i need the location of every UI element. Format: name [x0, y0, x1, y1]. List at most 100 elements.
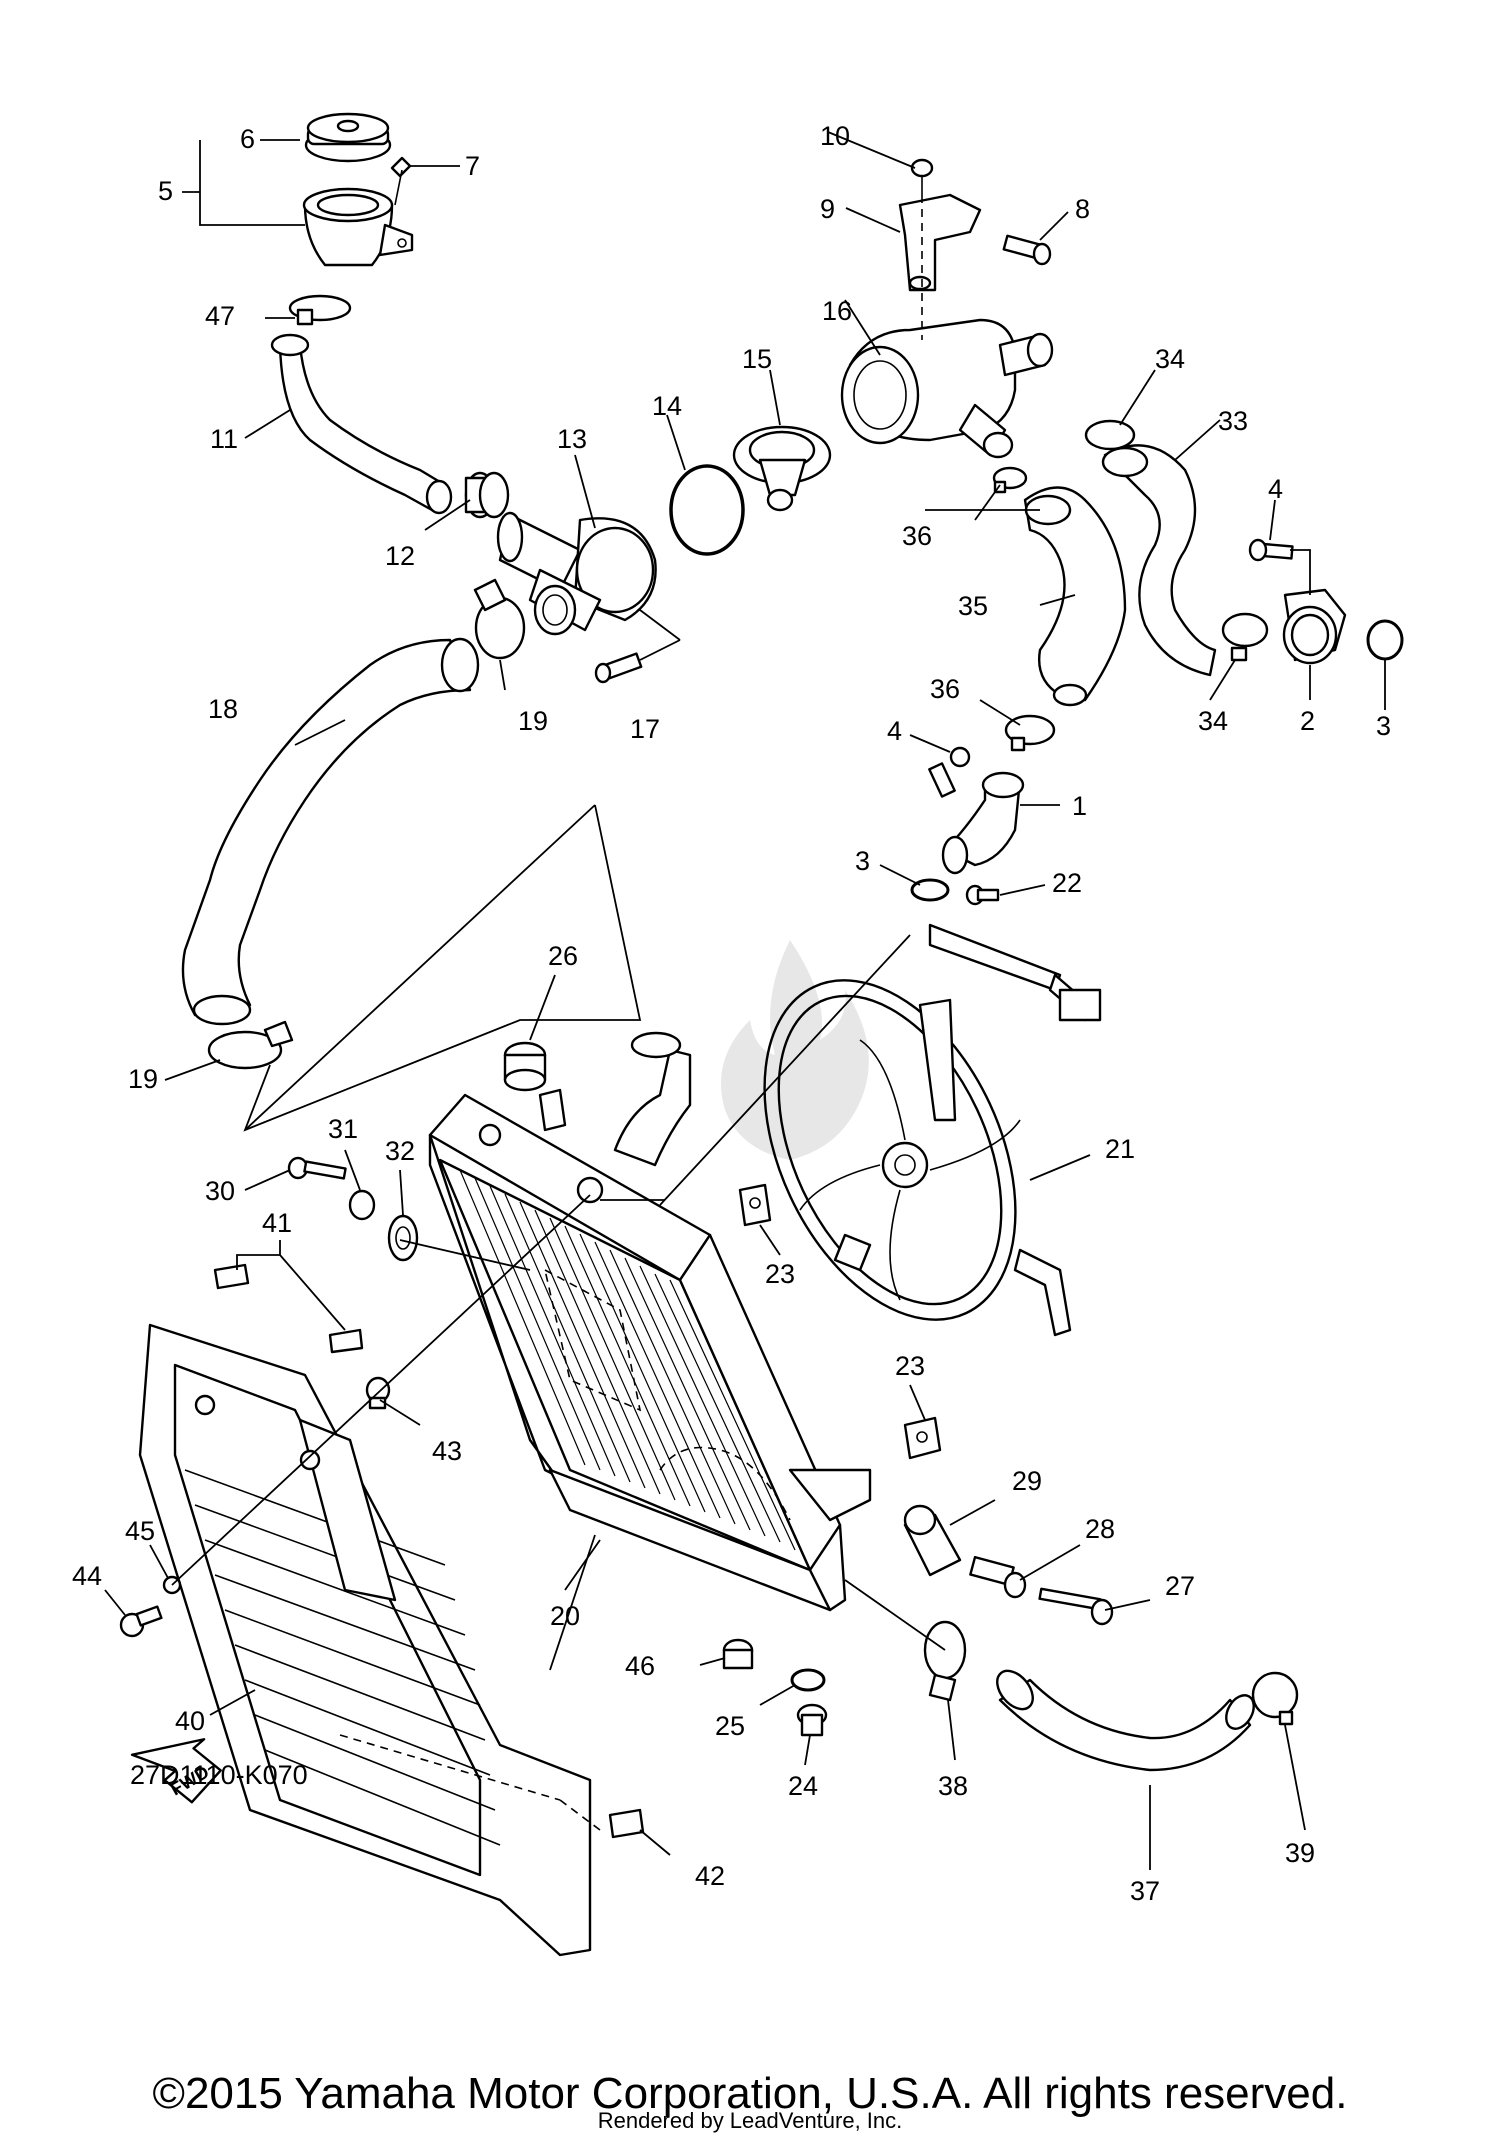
bolt-17	[594, 652, 643, 684]
hose-clamp-19-upper	[473, 578, 526, 660]
hose-clamp-34-lower	[1221, 612, 1269, 662]
callout-18: 18	[208, 694, 238, 724]
callout-38: 38	[938, 1771, 968, 1801]
radiator-fins	[459, 1169, 796, 1551]
hose-clamp-34-upper	[1084, 419, 1136, 451]
callout-36-lower: 36	[930, 674, 960, 704]
callout-21: 21	[1105, 1134, 1135, 1164]
callout-37: 37	[1130, 1876, 1160, 1906]
bolt-22	[965, 884, 1000, 906]
callout-31: 31	[328, 1114, 358, 1144]
bolt-4-lower	[928, 746, 971, 798]
bracket-9	[898, 193, 982, 292]
clip-41-lower	[328, 1328, 364, 1354]
callout-23-lower: 23	[895, 1351, 925, 1381]
hose-clamp-38	[923, 1620, 967, 1702]
callout-4-lower: 4	[887, 716, 902, 746]
diagram-code: 27D1110-K070	[130, 1760, 308, 1790]
hose-clamp-12	[464, 471, 510, 519]
radiator-hose-11	[278, 343, 447, 512]
callout-34-upper: 34	[1155, 344, 1185, 374]
bolt-8	[1002, 234, 1052, 266]
fan-leader	[659, 934, 911, 1206]
callout-35: 35	[958, 591, 988, 621]
o-ring-14	[669, 464, 745, 556]
callout-46: 46	[625, 1651, 655, 1681]
callout-12: 12	[385, 541, 415, 571]
callout-34-lower: 34	[1198, 706, 1228, 736]
callout-26: 26	[548, 941, 578, 971]
radiator-cap-assembly	[302, 112, 414, 267]
callout-1: 1	[1072, 791, 1087, 821]
callout-42: 42	[695, 1861, 725, 1891]
bolt-4-upper	[1248, 538, 1294, 562]
callout-13: 13	[557, 424, 587, 454]
callout-23-upper: 23	[765, 1259, 795, 1289]
radiator-hose-35	[1023, 486, 1127, 702]
coolant-pipe-13	[496, 511, 657, 636]
washer-25	[790, 1668, 826, 1692]
hose-clamp-39	[1251, 1671, 1299, 1726]
callout-29: 29	[1012, 1466, 1042, 1496]
callout-19-lower: 19	[128, 1064, 158, 1094]
callout-27: 27	[1165, 1571, 1195, 1601]
callout-24: 24	[788, 1771, 818, 1801]
o-ring-3-lower	[910, 878, 950, 902]
radiator-hose-33	[1103, 444, 1217, 677]
callout-15: 15	[742, 344, 772, 374]
callout-30: 30	[205, 1176, 235, 1206]
callout-20: 20	[550, 1601, 580, 1631]
bolt-44	[119, 1605, 163, 1638]
hose-joint-2	[1282, 588, 1347, 665]
clip-nut-23-lower	[903, 1416, 942, 1460]
callout-45: 45	[125, 1516, 155, 1546]
callout-10: 10	[820, 121, 850, 151]
radiator-cap-26	[503, 1041, 567, 1132]
hose-joint-1	[941, 771, 1025, 875]
radiator-core-20	[428, 1093, 872, 1612]
callout-6: 6	[240, 124, 255, 154]
cooling-fan-21	[763, 923, 1102, 1337]
clip-41-upper	[213, 1263, 250, 1290]
callout-7: 7	[465, 151, 480, 181]
callout-16: 16	[822, 296, 852, 326]
callout-47: 47	[205, 301, 235, 331]
callout-labels: 1 2 3 3 4 4 5 6 7 8 9 10 11 12 13 14 15 …	[72, 121, 1391, 1906]
hose-clamp-19-lower	[207, 1020, 294, 1070]
rendered-by-notice: Rendered by LeadVenture, Inc.	[597, 2108, 903, 2133]
callout-2: 2	[1300, 706, 1315, 736]
radiator-inlet	[613, 1048, 692, 1167]
damper-29	[903, 1504, 962, 1577]
copyright-notice: ©2015 Yamaha Motor Corporation, U.S.A. A…	[152, 2069, 1348, 2118]
collar-28	[969, 1555, 1027, 1599]
grommet-32	[387, 1214, 419, 1262]
callout-40: 40	[175, 1706, 205, 1736]
callout-25: 25	[715, 1711, 745, 1741]
o-ring-3-right	[1366, 619, 1404, 661]
flame-logo-icon	[720, 940, 869, 1160]
thermostat-15	[732, 425, 832, 512]
screw-10	[910, 158, 934, 195]
collar-31	[348, 1189, 376, 1221]
drain-bolt-24	[796, 1703, 828, 1737]
radiator-hose-37	[998, 1678, 1252, 1772]
callout-3-right: 3	[1376, 711, 1391, 741]
drain-plug-46	[722, 1638, 754, 1670]
callout-33: 33	[1218, 406, 1248, 436]
callout-4-upper: 4	[1268, 474, 1283, 504]
callout-8: 8	[1075, 194, 1090, 224]
hose-clamp-47	[288, 294, 352, 326]
callout-14: 14	[652, 391, 682, 421]
callout-44: 44	[72, 1561, 102, 1591]
callout-11: 11	[210, 424, 238, 454]
callout-19-upper: 19	[518, 706, 548, 736]
callout-28: 28	[1085, 1514, 1115, 1544]
callout-17: 17	[630, 714, 660, 744]
callout-41: 41	[262, 1208, 292, 1238]
callout-9: 9	[820, 194, 835, 224]
callout-32: 32	[385, 1136, 415, 1166]
forward-arrow-icon: FWD	[130, 1738, 222, 1804]
callout-36-upper: 36	[902, 521, 932, 551]
callout-43: 43	[432, 1436, 462, 1466]
callout-39: 39	[1285, 1838, 1315, 1868]
